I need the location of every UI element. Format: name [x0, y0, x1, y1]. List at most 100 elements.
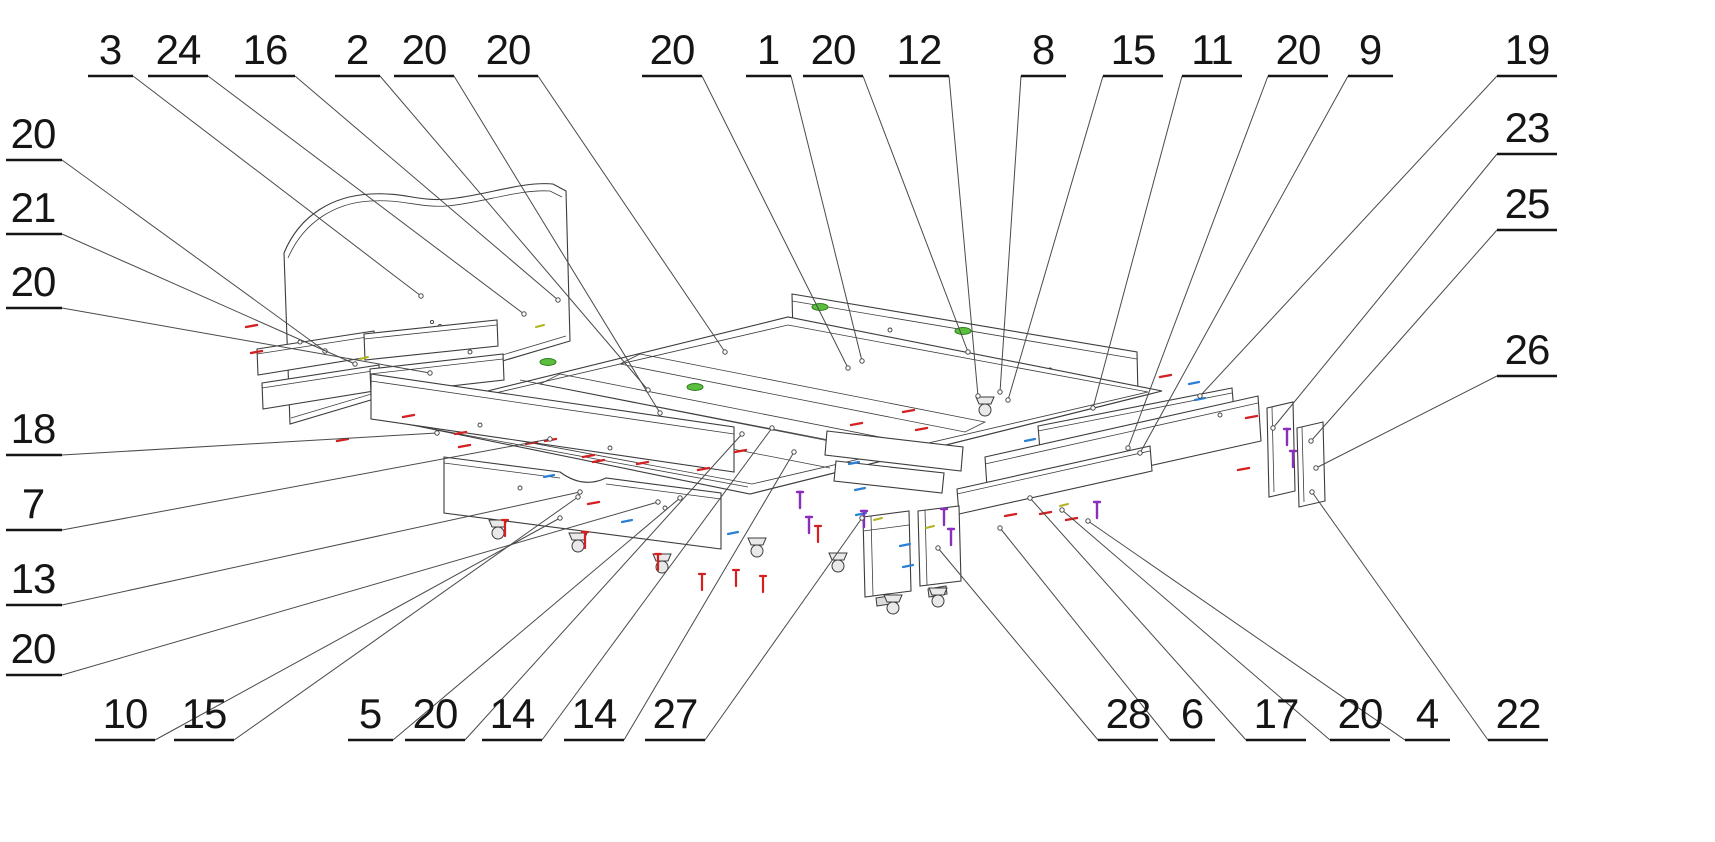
- fasteners-red-screws: [244, 323, 1259, 522]
- callout-label-16-2: 16: [243, 26, 288, 73]
- leader-line: [61, 307, 431, 374]
- leader-endpoint-dot: [997, 389, 1003, 395]
- callout-label-23-16: 23: [1505, 104, 1550, 151]
- end-panel-2-edge: [1301, 426, 1305, 503]
- leader-line: [61, 491, 581, 606]
- callout-label-20-6: 20: [650, 26, 695, 73]
- leader-endpoint-dot: [1027, 495, 1033, 501]
- callout-label-13-24: 13: [11, 555, 56, 602]
- leader-endpoint-dot: [1197, 393, 1203, 399]
- leader-line: [61, 438, 551, 531]
- leader-line: [233, 496, 579, 741]
- front-rail-panel: [370, 373, 735, 473]
- leader-endpoint-dot: [1090, 405, 1096, 411]
- leader-endpoint-dot: [677, 495, 683, 501]
- callout-label-12-9: 12: [897, 26, 942, 73]
- callout-label-8-10: 8: [1032, 26, 1054, 73]
- leader-endpoint-dot: [1308, 438, 1314, 444]
- leader-endpoint-dot: [1270, 425, 1276, 431]
- leader-endpoint-dot: [859, 358, 865, 364]
- leader-line: [1310, 229, 1498, 442]
- leader-endpoint-dot: [418, 293, 424, 299]
- center-leg-2-edge: [924, 509, 928, 586]
- leader-line: [999, 75, 1022, 393]
- leader-line: [61, 501, 659, 676]
- leader-endpoint-dot: [427, 370, 433, 376]
- leader-endpoint-dot: [791, 449, 797, 455]
- callout-label-21-20: 21: [11, 184, 56, 231]
- leader-line: [623, 451, 795, 741]
- leader-endpoint-dot: [845, 365, 851, 371]
- leader-line: [132, 75, 422, 297]
- callout-label-28-33: 28: [1106, 690, 1151, 737]
- caster-wheel: [975, 396, 995, 417]
- leader-line: [790, 75, 863, 362]
- mid-rail-1: [824, 430, 964, 472]
- callout-label-20-25: 20: [11, 625, 56, 672]
- rail-hole: [467, 349, 473, 355]
- leader-line: [537, 75, 726, 353]
- leader-line: [948, 75, 979, 397]
- leader-line: [1199, 75, 1498, 397]
- caster-wheel: [488, 519, 508, 540]
- callout-label-15-27: 15: [182, 690, 227, 737]
- leader-line: [937, 547, 1099, 741]
- front-rail-inner-edge: [370, 380, 735, 435]
- drawer-inner-edge-left: [443, 462, 561, 479]
- callout-label-14-30: 14: [490, 690, 535, 737]
- leader-line: [541, 427, 773, 741]
- leader-endpoint-dot: [965, 349, 971, 355]
- drawer-hole: [517, 485, 523, 491]
- callout-label-14-31: 14: [572, 690, 617, 737]
- leader-endpoint-dot: [655, 499, 661, 505]
- platform-cross-member-2: [618, 353, 987, 433]
- leader-endpoint-dot: [521, 311, 527, 317]
- leader-line: [154, 517, 561, 741]
- leader-line: [1272, 153, 1498, 429]
- leader-endpoint-dot: [657, 410, 663, 416]
- end-panel-1: [1266, 401, 1296, 498]
- leader-line: [1029, 497, 1247, 741]
- right-rail-lower-edge: [956, 450, 1151, 495]
- caster-wheel: [568, 532, 588, 553]
- callout-label-20-5: 20: [486, 26, 531, 73]
- platform-stiffener-line-2: [519, 379, 881, 451]
- callout-label-4-37: 4: [1416, 690, 1439, 737]
- bed-platform: [377, 316, 1163, 495]
- platform-inner-edge: [391, 324, 1149, 485]
- leader-line: [704, 517, 863, 741]
- leader-line: [1087, 520, 1406, 741]
- callout-label-19-15: 19: [1505, 26, 1550, 73]
- caster-wheel: [652, 553, 672, 574]
- callout-label-20-29: 20: [413, 690, 458, 737]
- callout-label-24-1: 24: [156, 26, 201, 73]
- leader-endpoint-dot: [1085, 518, 1091, 524]
- leader-endpoint-dot: [997, 525, 1003, 531]
- callout-label-27-32: 27: [653, 690, 698, 737]
- callout-label-2-3: 2: [346, 26, 368, 73]
- leader-endpoint-dot: [1005, 397, 1011, 403]
- leader-endpoint-dot: [1059, 507, 1065, 513]
- platform-front-inner: [383, 419, 749, 488]
- leader-line: [464, 433, 743, 741]
- leader-endpoint-dot: [352, 361, 358, 367]
- callout-label-20-21: 20: [11, 258, 56, 305]
- side-rail-left-4-edge: [369, 358, 504, 375]
- leader-line: [862, 75, 969, 353]
- callout-label-7-23: 7: [22, 480, 44, 527]
- leader-line: [701, 75, 849, 369]
- leader-endpoint-dot: [557, 515, 563, 521]
- caster-wheel: [883, 594, 903, 615]
- callout-label-25-17: 25: [1505, 180, 1550, 227]
- leader-endpoint-dot: [1125, 445, 1131, 451]
- leader-endpoint-dot: [1309, 489, 1315, 495]
- callout-label-15-11: 15: [1111, 26, 1156, 73]
- leader-endpoint-dot: [555, 297, 561, 303]
- callout-label-5-28: 5: [359, 690, 381, 737]
- center-leg-1: [862, 510, 912, 598]
- drawer-inner-edge-right: [605, 483, 722, 500]
- leader-endpoint-dot: [434, 430, 440, 436]
